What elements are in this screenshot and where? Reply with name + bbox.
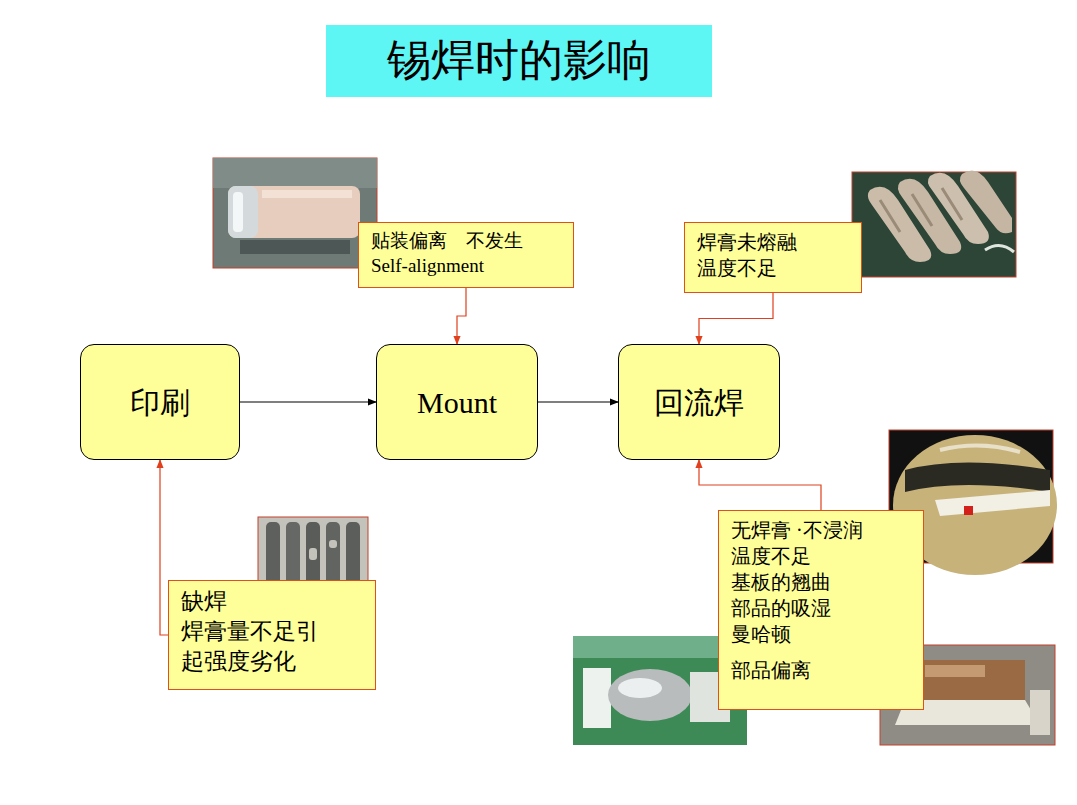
note-text: 缺焊 — [181, 587, 326, 617]
process-box: Mount — [376, 344, 538, 460]
note-text: 焊膏量不足引起强度劣化 — [181, 617, 326, 677]
callout-note: 焊膏未熔融 温度不足 — [684, 222, 862, 293]
title-banner: 锡焊时的影响 — [326, 25, 712, 97]
callout-note: 缺焊焊膏量不足引起强度劣化 — [168, 580, 376, 690]
process-box: 印刷 — [80, 344, 240, 460]
flow-arrow — [240, 401, 376, 402]
box-content: 焊膏未熔融 温度不足 — [697, 229, 851, 281]
note-text: 温度不足 — [731, 543, 913, 569]
note-text: 基板的翘曲 — [731, 569, 913, 595]
process-box: 回流焊 — [618, 344, 780, 460]
chip-photo — [213, 158, 377, 268]
process-label: Mount — [417, 383, 497, 422]
note-text: 贴装偏离 不发生 Self-alignment — [371, 229, 550, 278]
process-label: 回流焊 — [654, 383, 744, 422]
box-content: 无焊膏 ·不浸润温度不足基板的翘曲部品的吸湿曼哈顿部品偏离 — [731, 517, 913, 683]
box-content: 贴装偏离 不发生 Self-alignment — [371, 229, 563, 278]
note-text: 焊膏未熔融 温度不足 — [697, 229, 805, 281]
box-content: 印刷 — [130, 383, 190, 422]
note-text: 部品偏离 — [731, 657, 913, 683]
box-content: 回流焊 — [654, 383, 744, 422]
box-content: 缺焊焊膏量不足引起强度劣化 — [181, 587, 365, 677]
note-text: 曼哈顿 — [731, 621, 913, 647]
process-label: 印刷 — [130, 383, 190, 422]
note-text: 部品的吸湿 — [731, 595, 913, 621]
title-text: 锡焊时的影响 — [387, 35, 651, 88]
flow-arrow — [538, 401, 618, 402]
callout-arrow — [699, 460, 821, 510]
callout-note: 贴装偏离 不发生 Self-alignment — [358, 222, 574, 288]
pad-photo — [852, 170, 1016, 277]
box-content: Mount — [417, 383, 497, 422]
callout-note: 无焊膏 ·不浸润温度不足基板的翘曲部品的吸湿曼哈顿部品偏离 — [718, 510, 924, 710]
callout-arrow — [457, 288, 466, 344]
callout-arrow — [160, 460, 168, 635]
note-text: 无焊膏 ·不浸润 — [731, 517, 913, 543]
callout-arrow — [699, 293, 773, 344]
